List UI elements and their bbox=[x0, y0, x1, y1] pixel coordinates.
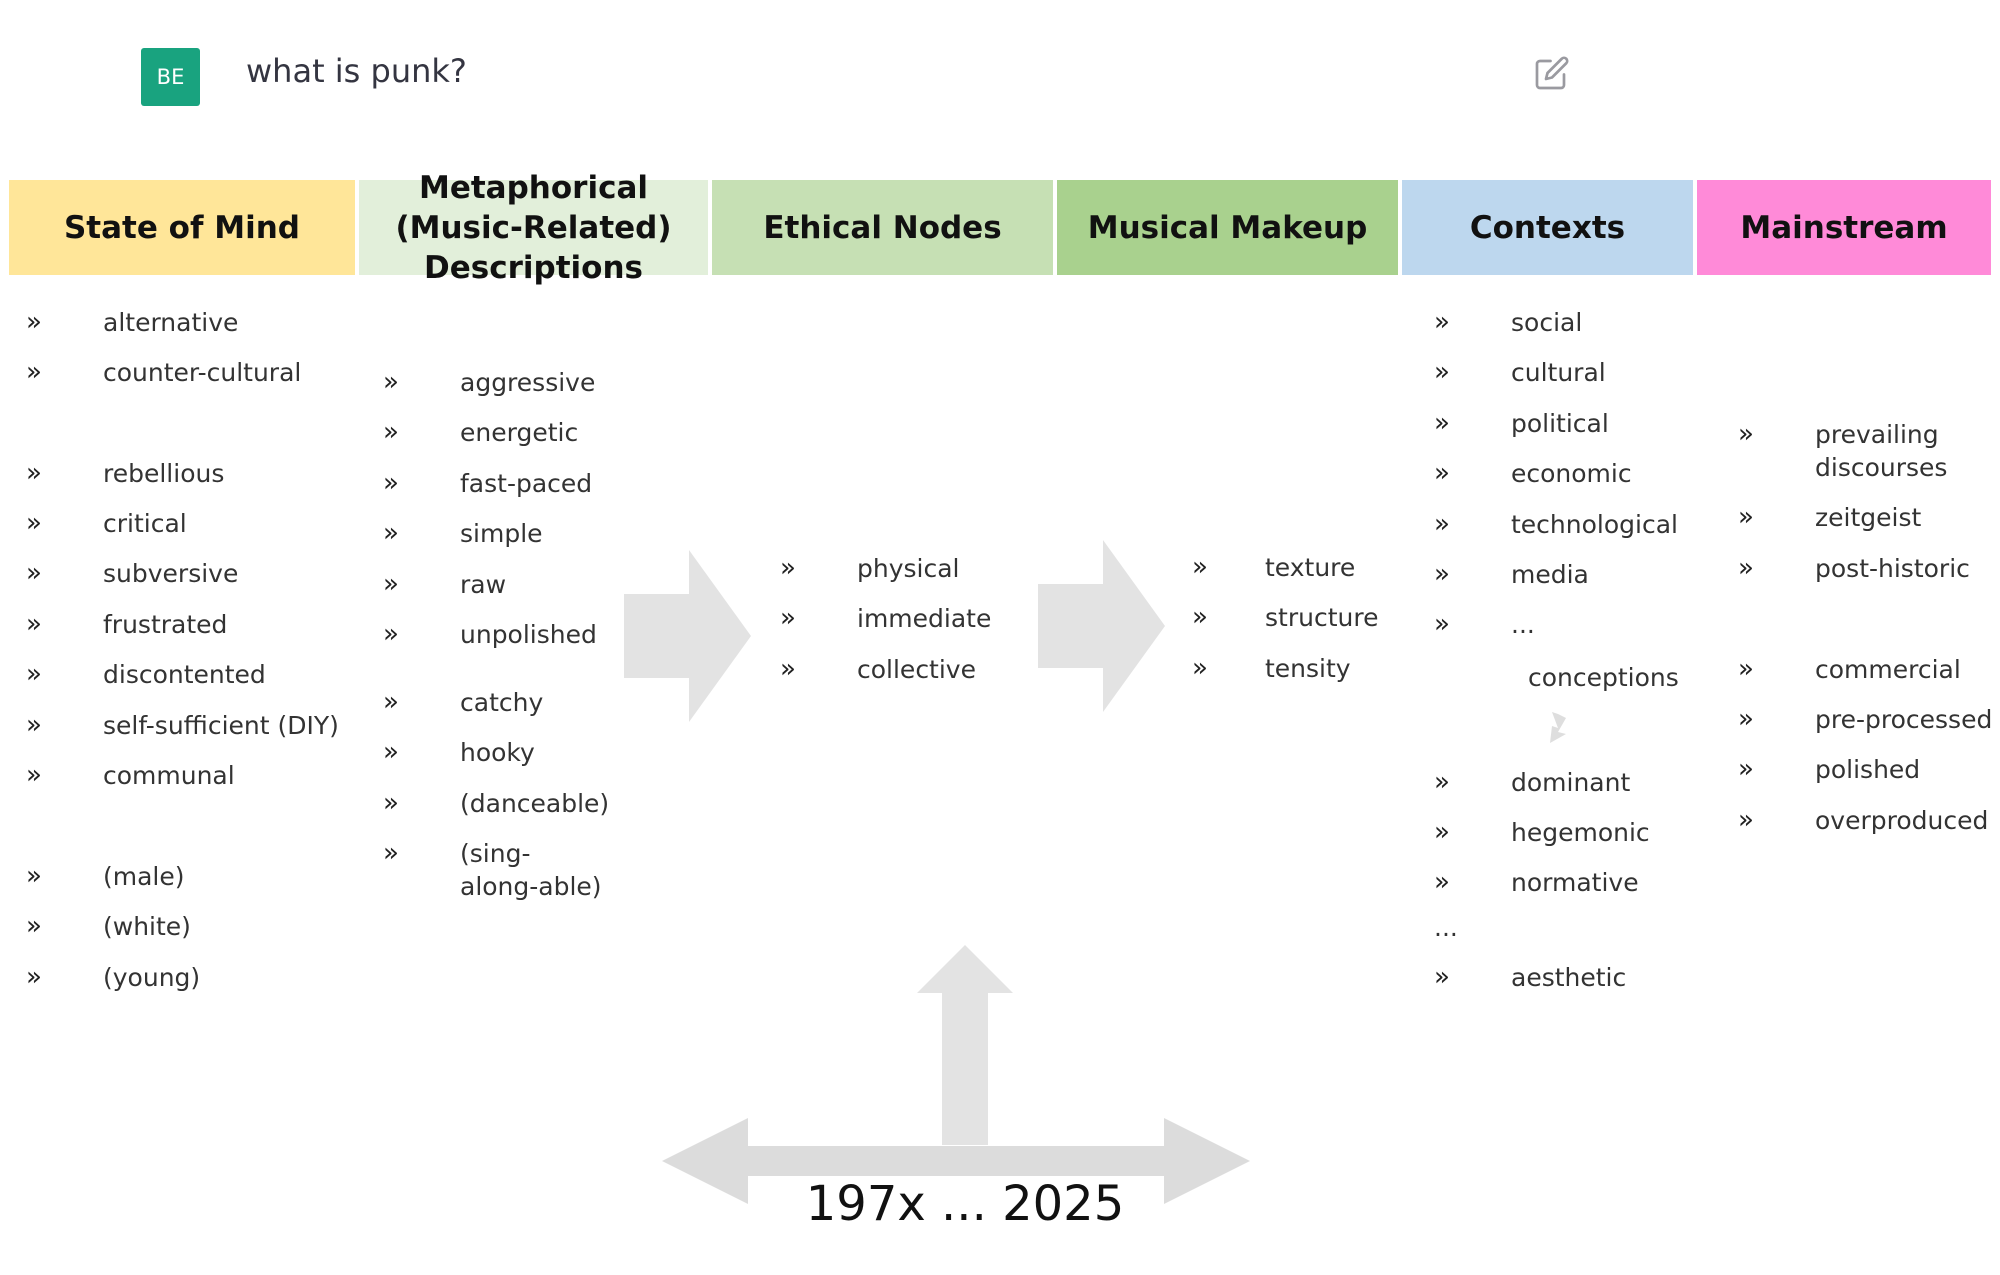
header-contexts: Contexts bbox=[1402, 180, 1693, 275]
header-state-of-mind: State of Mind bbox=[9, 180, 355, 275]
contexts-ellipsis: ... bbox=[1434, 913, 1458, 942]
header-mainstream: Mainstream bbox=[1697, 180, 1991, 275]
arrow-right-icon bbox=[1038, 540, 1165, 712]
arrow-up-icon bbox=[917, 945, 1013, 1145]
user-question: what is punk? bbox=[246, 52, 467, 90]
user-avatar: BE bbox=[141, 48, 200, 106]
timeline-double-arrow-icon bbox=[662, 1118, 1250, 1204]
arrow-right-icon bbox=[624, 550, 751, 722]
header-ethical-nodes: Ethical Nodes bbox=[712, 180, 1053, 275]
edit-pencil-icon[interactable] bbox=[1534, 55, 1570, 91]
header-musical-makeup: Musical Makeup bbox=[1057, 180, 1398, 275]
small-arrow-down-icon bbox=[1550, 712, 1566, 743]
header-metaphorical: Metaphorical (Music-Related) Description… bbox=[359, 170, 708, 286]
timeline-label: 197x ... 2025 bbox=[805, 1176, 1125, 1232]
contexts-conceptions-label: conceptions bbox=[1528, 663, 1679, 692]
